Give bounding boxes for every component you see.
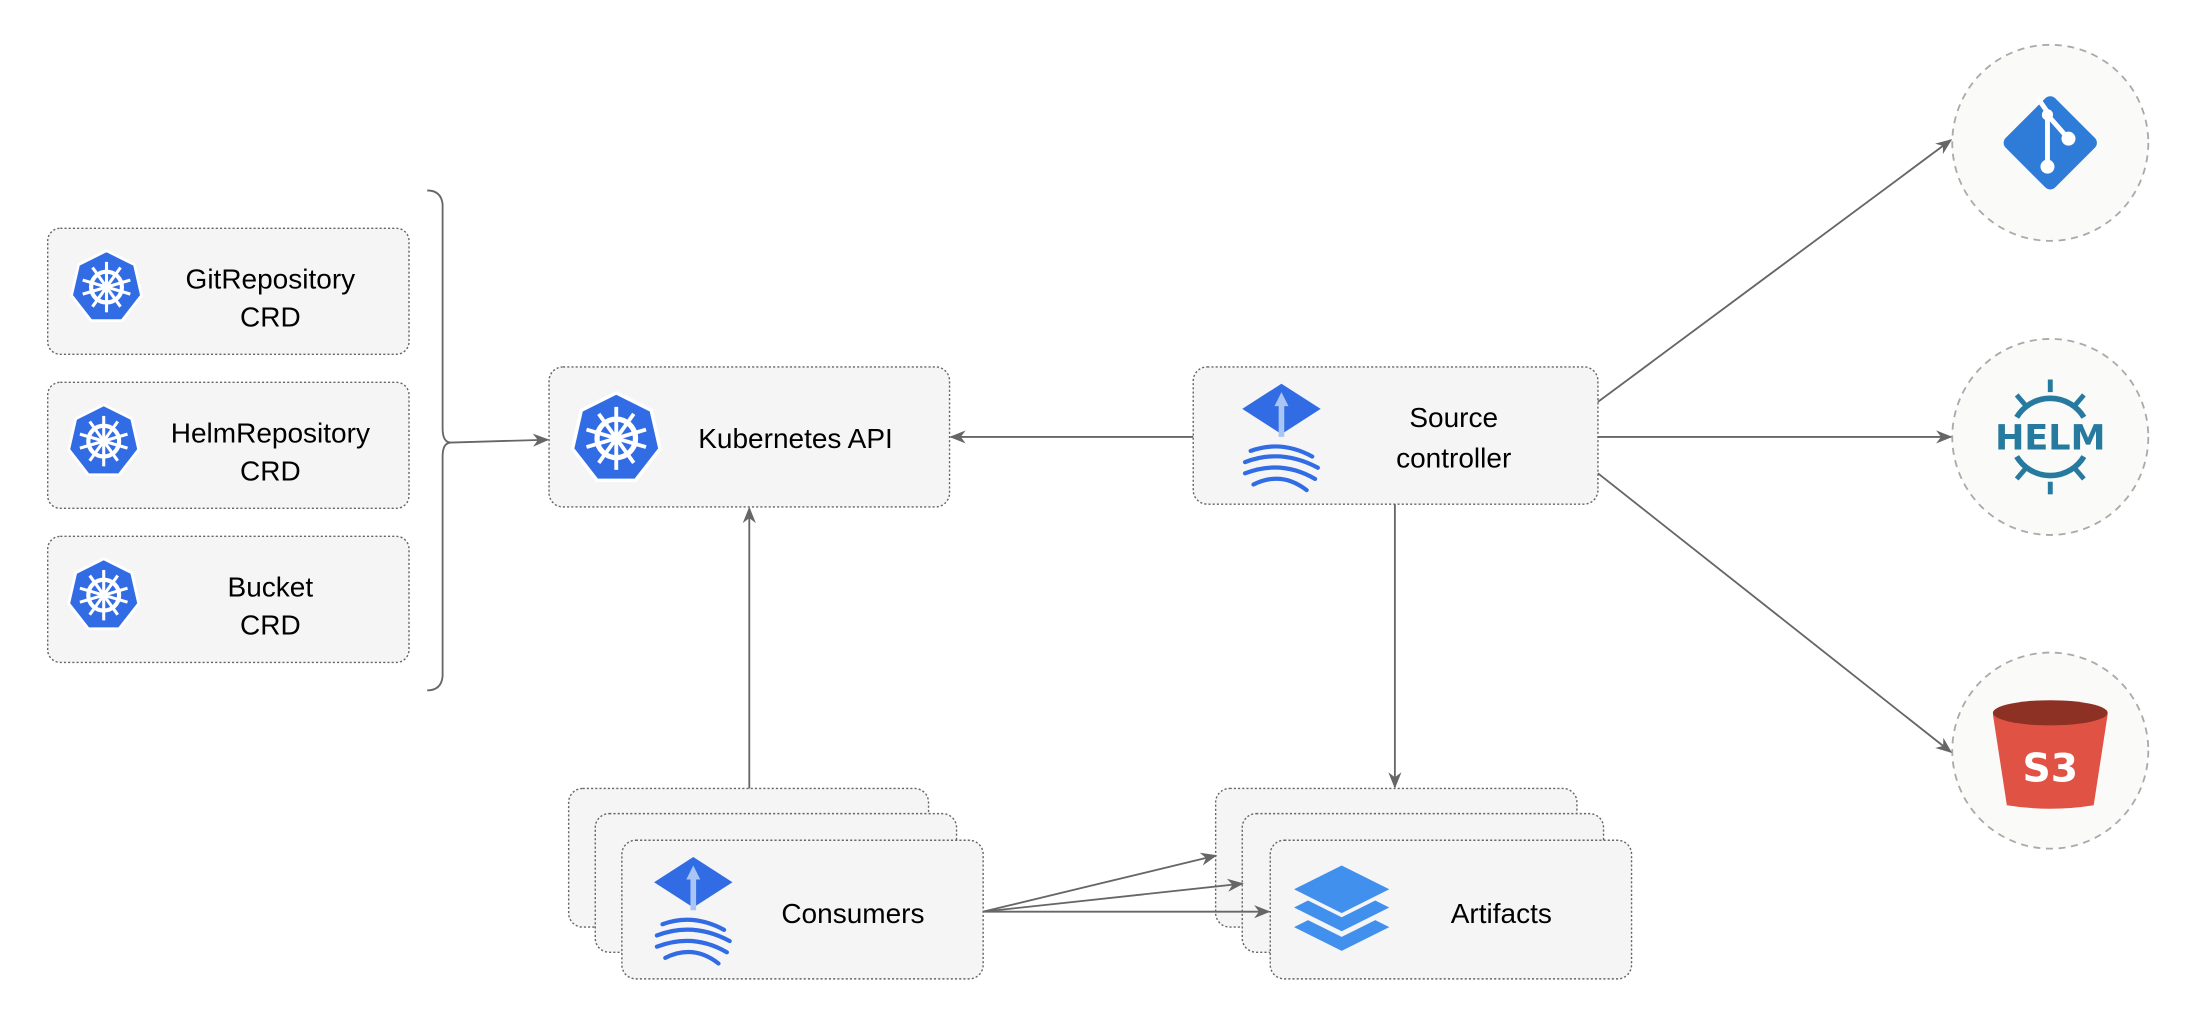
edge-source-to-git <box>1597 139 1953 403</box>
s3-icon: S3 <box>1992 700 2108 809</box>
crd-label: Bucket <box>228 572 314 603</box>
edge-consumers-to-artifacts-1 <box>982 852 1218 913</box>
git-source <box>1951 43 2150 242</box>
consumers-node[interactable]: Consumers <box>567 787 984 980</box>
crd-sublabel: CRD <box>240 455 301 486</box>
edge-consumers-to-artifacts-2 <box>983 878 1244 913</box>
source-controller-sublabel: controller <box>1396 443 1511 474</box>
consumers-label: Consumers <box>781 898 924 929</box>
edge-source-to-s3 <box>1597 472 1953 754</box>
artifacts-label: Artifacts <box>1451 898 1552 929</box>
edge-crds-to-api <box>450 433 550 447</box>
crd-sublabel: CRD <box>240 609 301 640</box>
s3-logo-text: S3 <box>2023 746 2079 791</box>
crd-gitrepository[interactable]: GitRepository CRD <box>46 227 410 356</box>
kubernetes-api-node[interactable]: Kubernetes API <box>548 366 951 508</box>
crd-label: HelmRepository <box>171 418 370 449</box>
kubernetes-api-label: Kubernetes API <box>698 423 893 454</box>
crd-bucket[interactable]: Bucket CRD <box>46 535 410 664</box>
grouping-brace <box>427 189 452 692</box>
helm-logo-text: HELM <box>1995 419 2105 459</box>
git-icon <box>2003 96 2097 190</box>
source-controller-node[interactable]: Source controller <box>1192 366 1599 505</box>
crd-helmrepository[interactable]: HelmRepository CRD <box>46 381 410 510</box>
helm-icon: HELM <box>1995 379 2105 495</box>
artifacts-node[interactable]: Artifacts <box>1214 787 1633 980</box>
source-controller-label: Source <box>1409 402 1498 433</box>
crd-label: GitRepository <box>186 263 356 294</box>
crd-sublabel: CRD <box>240 301 301 332</box>
helm-source: HELM <box>1951 337 2150 536</box>
s3-source: S3 <box>1951 651 2150 850</box>
